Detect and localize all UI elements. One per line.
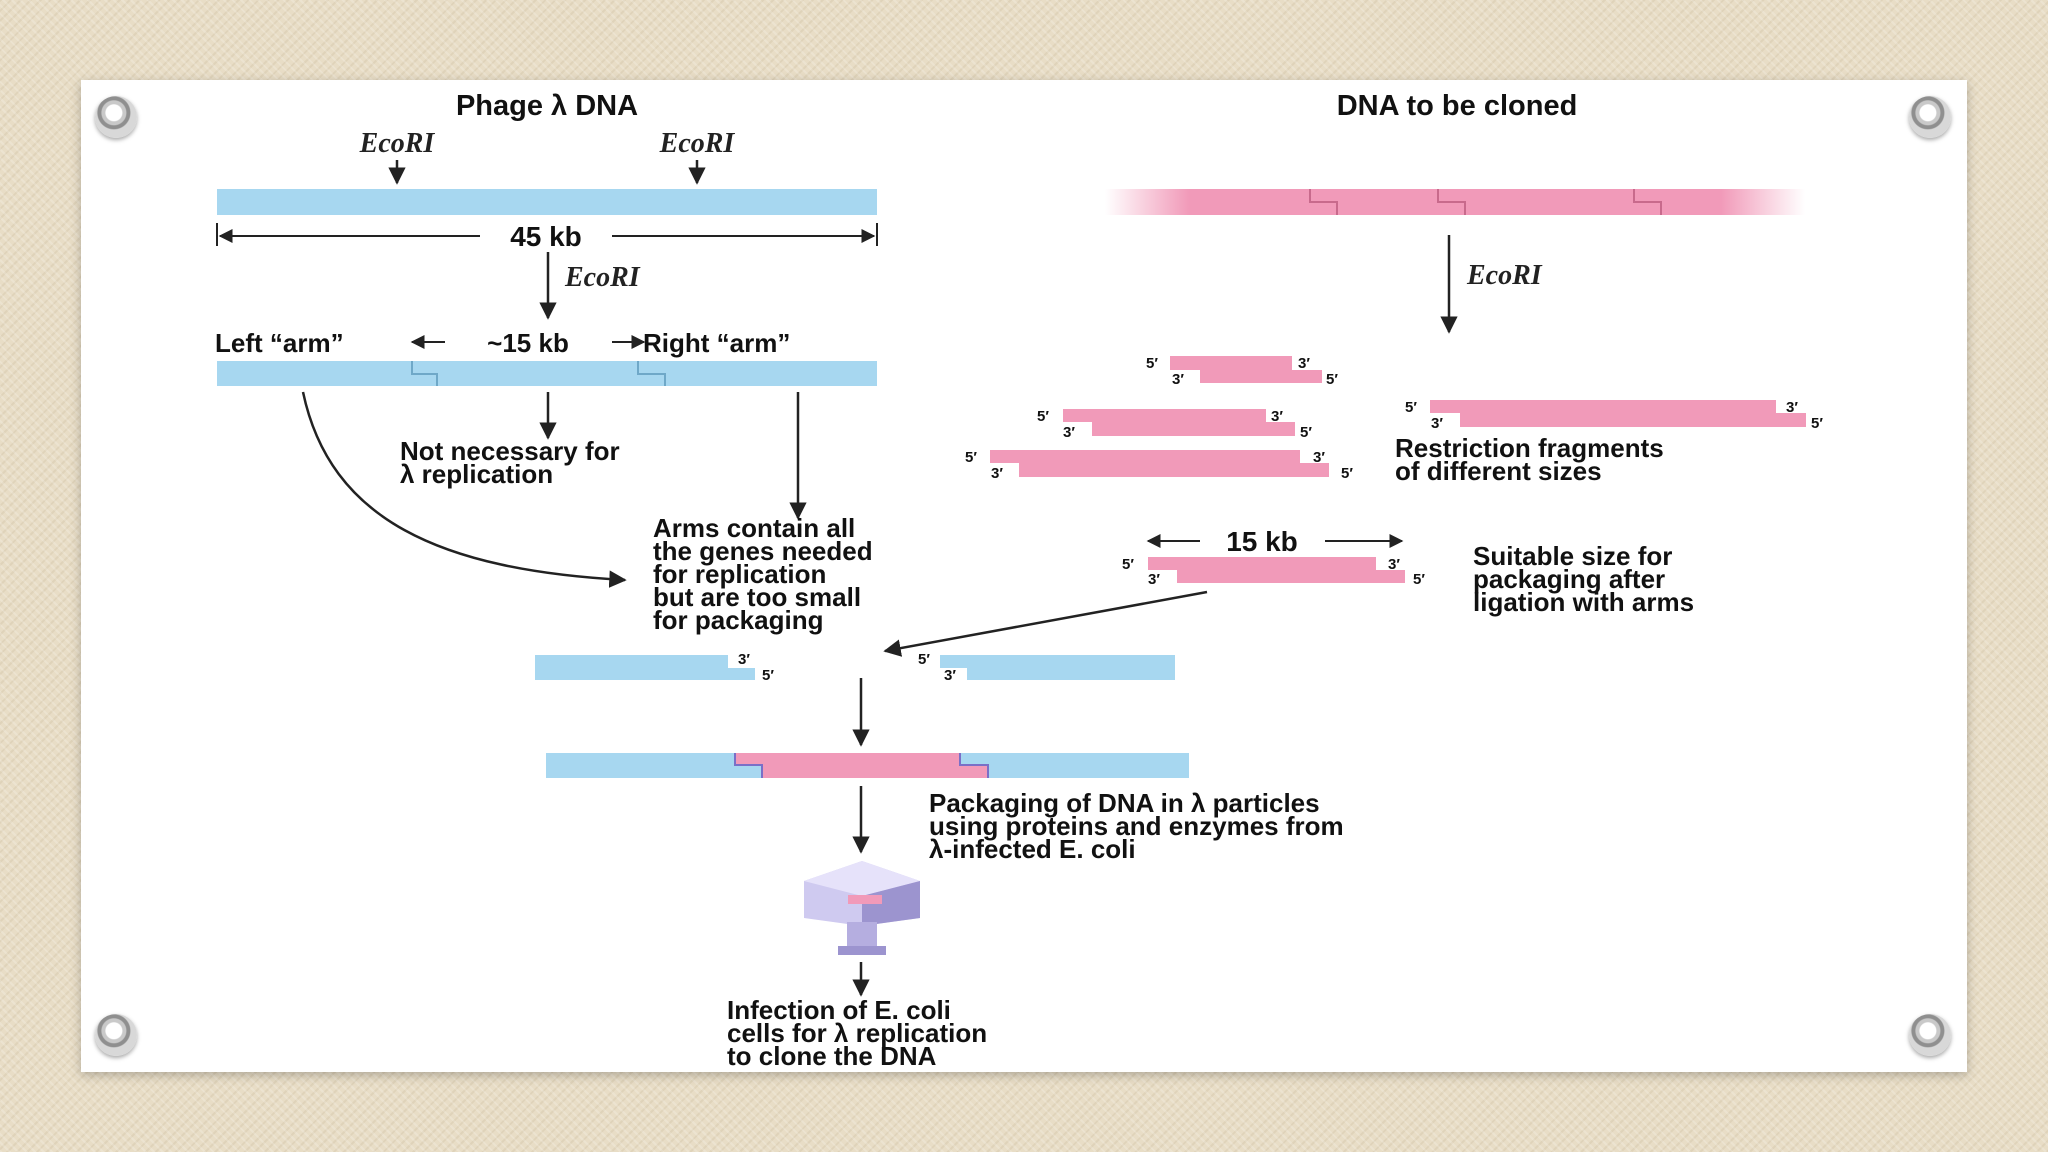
ecori-label-1: EcoRI bbox=[359, 128, 436, 159]
tack-icon-top-left bbox=[95, 96, 137, 138]
length-45kb: 45 kb bbox=[510, 221, 582, 252]
svg-text:5′: 5′ bbox=[1413, 571, 1425, 588]
infection-line-1: Infection of E. coli bbox=[727, 995, 951, 1025]
packaging-line-1: Packaging of DNA in λ particles bbox=[929, 788, 1320, 818]
insert-to-arms-arrow bbox=[883, 590, 1208, 657]
svg-text:3′: 3′ bbox=[1172, 371, 1184, 388]
recombinant-dna bbox=[546, 753, 1189, 778]
svg-text:5′: 5′ bbox=[1146, 355, 1158, 372]
right-arm-label: Right “arm” bbox=[643, 328, 790, 358]
left-arm-label: Left “arm” bbox=[215, 328, 344, 358]
svg-text:3′: 3′ bbox=[1063, 424, 1075, 441]
phage-title: Phage λ DNA bbox=[456, 90, 638, 122]
svg-text:5′: 5′ bbox=[965, 449, 977, 466]
restriction-fragment-4: 5′ 3′ 3′ 5′ bbox=[1405, 399, 1823, 432]
arms-contain-line-3: for replication bbox=[653, 559, 826, 589]
svg-text:3′: 3′ bbox=[944, 667, 956, 684]
svg-text:3′: 3′ bbox=[738, 651, 750, 668]
restriction-fragment-2: 5′ 3′ 3′ 5′ bbox=[1037, 408, 1312, 441]
arms-contain-line-4: but are too small bbox=[653, 582, 861, 612]
suitable-line-3: ligation with arms bbox=[1473, 587, 1694, 617]
packaging-line-2: using proteins and enzymes from bbox=[929, 811, 1344, 841]
ecori-label-2: EcoRI bbox=[659, 128, 736, 159]
cut-phage-dna bbox=[217, 361, 877, 386]
infection-line-2: cells for λ replication bbox=[727, 1018, 987, 1048]
left-arm-curved-arrow bbox=[301, 391, 627, 588]
restriction-label-line-1: Restriction fragments bbox=[1395, 433, 1664, 463]
size-15kb-label: 15 kb bbox=[1226, 526, 1298, 557]
mid-15kb-label: ~15 kb bbox=[487, 328, 569, 358]
suitable-line-1: Suitable size for bbox=[1473, 541, 1672, 571]
restriction-fragment-1: 5′ 3′ 3′ 5′ bbox=[1146, 355, 1338, 388]
tack-icon-bottom-right bbox=[1909, 1014, 1951, 1056]
restriction-label-line-2: of different sizes bbox=[1395, 456, 1602, 486]
arms-contain-line-5: for packaging bbox=[653, 605, 823, 635]
svg-text:3′: 3′ bbox=[1148, 571, 1160, 588]
slide-board bbox=[81, 80, 1967, 1072]
ecori-digest-label-left: EcoRI bbox=[564, 262, 641, 293]
svg-text:3′: 3′ bbox=[1313, 449, 1325, 466]
clone-title: DNA to be cloned bbox=[1337, 90, 1578, 122]
lambda-phage-icon bbox=[804, 861, 920, 955]
svg-text:5′: 5′ bbox=[1300, 424, 1312, 441]
right-arm-segment: 5′ 3′ bbox=[918, 651, 1175, 684]
svg-text:5′: 5′ bbox=[1811, 415, 1823, 432]
arms-contain-line-1: Arms contain all bbox=[653, 513, 855, 543]
svg-text:5′: 5′ bbox=[762, 667, 774, 684]
svg-text:5′: 5′ bbox=[1341, 465, 1353, 482]
svg-text:5′: 5′ bbox=[1326, 371, 1338, 388]
svg-text:3′: 3′ bbox=[1431, 415, 1443, 432]
packaging-line-3: λ-infected E. coli bbox=[929, 834, 1136, 864]
phage-dna-bar bbox=[217, 189, 877, 215]
svg-text:3′: 3′ bbox=[991, 465, 1003, 482]
tack-icon-bottom-left bbox=[95, 1014, 137, 1056]
left-arm-segment: 3′ 5′ bbox=[535, 651, 774, 684]
svg-text:5′: 5′ bbox=[1405, 399, 1417, 416]
svg-text:5′: 5′ bbox=[1122, 556, 1134, 573]
tack-icon-top-right bbox=[1909, 96, 1951, 138]
infection-line-3: to clone the DNA bbox=[727, 1041, 937, 1071]
svg-text:5′: 5′ bbox=[918, 651, 930, 668]
not-necessary-line-1: Not necessary for bbox=[400, 436, 620, 466]
ecori-digest-label-right: EcoRI bbox=[1466, 260, 1543, 291]
svg-text:3′: 3′ bbox=[1298, 355, 1310, 372]
svg-text:3′: 3′ bbox=[1388, 556, 1400, 573]
restriction-fragment-3: 5′ 3′ 3′ 5′ bbox=[965, 449, 1353, 482]
suitable-line-2: packaging after bbox=[1473, 564, 1665, 594]
svg-text:3′: 3′ bbox=[1271, 408, 1283, 425]
svg-text:3′: 3′ bbox=[1786, 399, 1798, 416]
not-necessary-line-2: λ replication bbox=[400, 459, 553, 489]
svg-text:5′: 5′ bbox=[1037, 408, 1049, 425]
foreign-dna-bar bbox=[1105, 189, 1805, 215]
suitable-fragment: 5′ 3′ 3′ 5′ bbox=[1122, 556, 1425, 588]
arms-contain-line-2: the genes needed bbox=[653, 536, 873, 566]
